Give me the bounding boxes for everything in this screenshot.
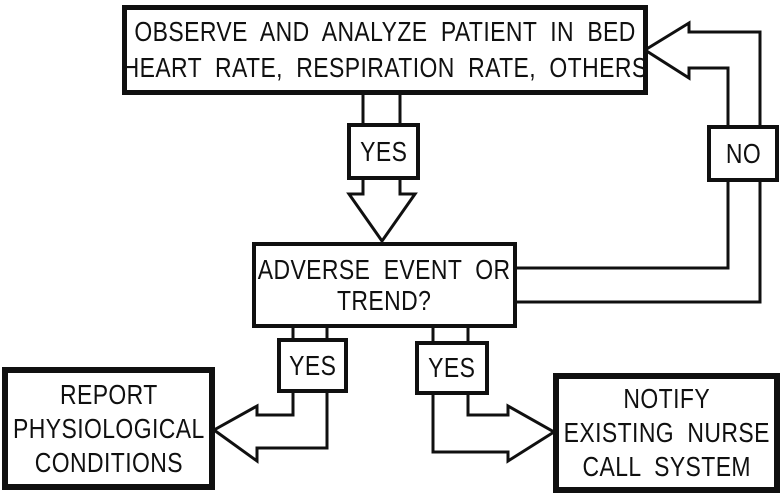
observe-analyze-node: OBSERVE AND ANALYZE PATIENT IN BED HEART… (122, 5, 648, 95)
report-line-1: REPORT (59, 378, 158, 410)
report-line-2: PHYSIOLOGICAL (12, 412, 205, 444)
yes-label-top-text: YES (359, 135, 408, 167)
observe-line-2: HEART RATE, RESPIRATION RATE, OTHERS (122, 52, 648, 83)
adverse-line-2: TREND? (337, 285, 432, 316)
yes-down-arrow (346, 178, 418, 244)
notify-line-2: EXISTING NURSE (563, 417, 770, 448)
notify-nurse-text: NOTIFY EXISTING NURSE CALL SYSTEM (563, 382, 769, 484)
yes-label-right-text: YES (428, 352, 476, 383)
notify-arrow (431, 392, 557, 464)
yes-label-left: YES (277, 338, 348, 393)
report-conditions-text: REPORT PHYSIOLOGICAL CONDITIONS (13, 378, 205, 480)
report-line-3: CONDITIONS (34, 446, 183, 478)
yes-label-top: YES (347, 123, 420, 180)
report-arrow (211, 392, 329, 464)
notify-line-3: CALL SYSTEM (582, 451, 751, 482)
observe-analyze-text: OBSERVE AND ANALYZE PATIENT IN BED HEART… (123, 14, 648, 86)
no-label-text: NO (725, 137, 761, 169)
yes-label-right: YES (415, 341, 489, 395)
yes-label-left-text: YES (288, 349, 337, 381)
no-label: NO (707, 125, 779, 182)
notify-nurse-node: NOTIFY EXISTING NURSE CALL SYSTEM (553, 373, 780, 493)
observe-line-1: OBSERVE AND ANALYZE PATIENT IN BED (134, 16, 636, 47)
adverse-event-text: ADVERSE EVENT OR TREND? (258, 254, 511, 316)
report-conditions-node: REPORT PHYSIOLOGICAL CONDITIONS (2, 367, 215, 490)
adverse-line-1: ADVERSE EVENT OR (258, 254, 511, 285)
notify-line-1: NOTIFY (623, 383, 710, 414)
adverse-event-node: ADVERSE EVENT OR TREND? (252, 242, 517, 328)
